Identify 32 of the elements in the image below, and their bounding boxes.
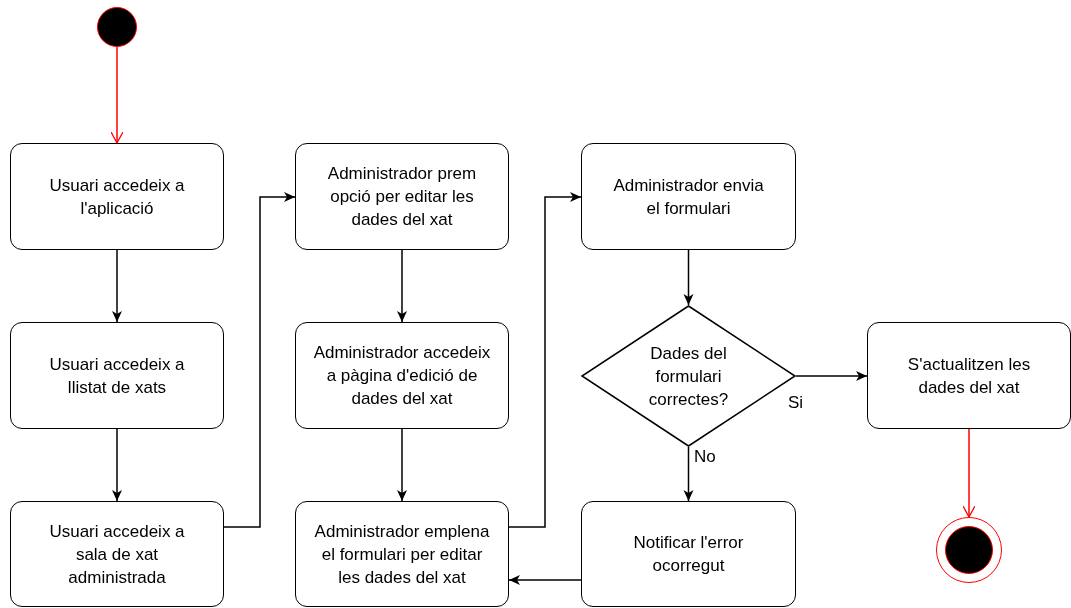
node-text: Notificar l'error ocorregut (632, 532, 745, 577)
activity-box (295, 322, 509, 429)
node-text: Dades del formulari correctes? (647, 342, 730, 411)
arrow (223, 192, 296, 528)
activity-box (10, 501, 224, 607)
activity-box (867, 322, 1071, 429)
node-text: Administrador emplena el formulari per editar les dades del xat (313, 520, 491, 589)
node-text: Usuari accedeix a sala de xat administrada (48, 520, 186, 589)
activity-box (10, 143, 224, 250)
node-text: Administrador accedeix a pàgina d'edició de dades del xat (312, 342, 492, 410)
activity-box (295, 143, 509, 250)
arrow (962, 428, 976, 518)
activity-box (581, 501, 796, 607)
arrow (112, 428, 122, 502)
node-text: Administrador envia el formulari (612, 174, 765, 220)
arrow (508, 575, 582, 585)
arrow (110, 46, 124, 144)
node-text: Usuari accedeix a llistat de xats (48, 353, 186, 399)
activity-box (10, 322, 224, 429)
arrow (683, 249, 694, 306)
arrow (683, 446, 694, 502)
node-text: Administrador prem opció per editar les dades del xat (326, 163, 478, 231)
node-text: Usuari accedeix a l'aplicació (48, 174, 186, 220)
node-text: S'actualitzen les dades del xat (906, 353, 1032, 399)
start-circle (97, 7, 137, 47)
arrow (795, 371, 868, 381)
activity-box (581, 143, 796, 250)
arrow (397, 249, 407, 323)
arrow (397, 428, 407, 502)
activity-box (295, 501, 509, 607)
arrow (112, 249, 122, 323)
arrow (508, 192, 582, 528)
